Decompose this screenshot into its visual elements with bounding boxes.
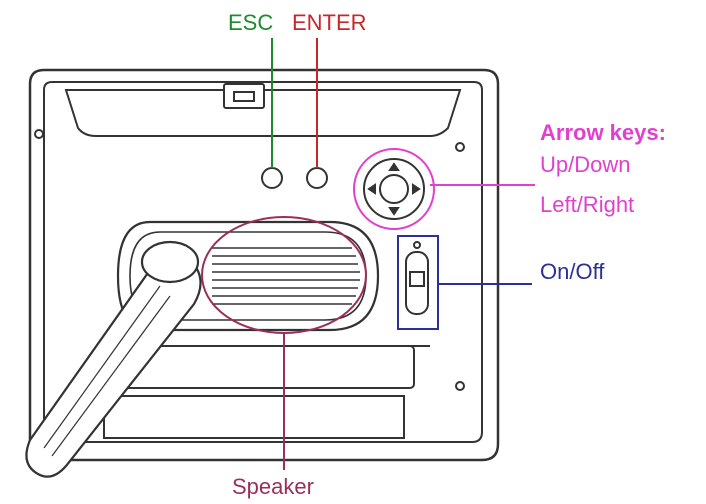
enter-label: ENTER bbox=[292, 10, 367, 35]
speaker-grille-icon bbox=[212, 247, 360, 305]
on-off-label: On/Off bbox=[540, 259, 605, 284]
esc-button-icon bbox=[261, 167, 283, 189]
onoff-highlight bbox=[397, 235, 439, 330]
arrow-keys-title: Arrow keys: bbox=[540, 120, 666, 145]
dpad-highlight bbox=[353, 148, 435, 230]
speaker-label: Speaker bbox=[232, 474, 314, 499]
arrow-keys-up-down-label: Up/Down bbox=[540, 152, 631, 177]
power-slider-icon bbox=[405, 241, 429, 315]
dpad-icon bbox=[363, 158, 425, 220]
hanger-clip-icon bbox=[223, 83, 265, 109]
esc-label: ESC bbox=[228, 10, 274, 35]
arrow-keys-left-right-label: Left/Right bbox=[540, 192, 635, 217]
speaker-highlight bbox=[201, 216, 367, 334]
screw-hole-icon bbox=[34, 129, 465, 391]
kickstand-icon bbox=[25, 240, 202, 478]
speaker-housing bbox=[116, 220, 380, 332]
enter-button-icon bbox=[306, 167, 328, 189]
